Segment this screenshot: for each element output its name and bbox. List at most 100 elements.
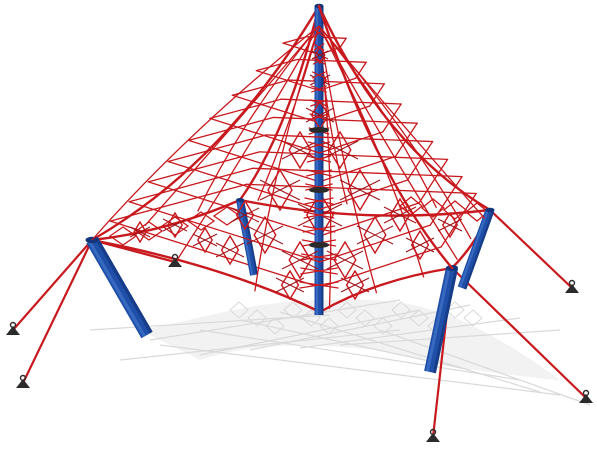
ground-anchor — [426, 433, 440, 442]
rope-strand — [147, 151, 261, 183]
right-post-highlight — [459, 208, 490, 288]
rope-diamond — [196, 226, 214, 254]
rope-strand — [382, 103, 402, 133]
rope-wing-diamond — [134, 221, 164, 241]
rope-strand — [128, 201, 321, 263]
rope-strand — [128, 167, 254, 203]
rope-diamond — [389, 197, 411, 233]
rope-strand — [303, 211, 335, 219]
rope-strand — [231, 79, 290, 96]
rope-edge — [318, 266, 454, 314]
rope-diamond — [328, 130, 352, 170]
rope-strand — [319, 179, 409, 210]
rope-strand — [339, 37, 347, 49]
rope-net-front — [91, 4, 486, 301]
rope-strand — [21, 238, 94, 385]
rope-cross — [275, 277, 305, 293]
rope-cross — [246, 225, 284, 245]
rope-strand — [488, 208, 574, 290]
shadow-patch — [140, 299, 560, 380]
rope-strand — [306, 169, 332, 177]
rope-diamond — [314, 45, 326, 65]
anchor-ring — [429, 428, 437, 436]
rope-meridian — [197, 25, 320, 212]
ground-anchors — [6, 253, 593, 442]
rope-strand — [309, 113, 329, 121]
rope-strand — [318, 77, 357, 92]
anchor-ring — [568, 279, 576, 287]
ground-anchor — [168, 258, 182, 267]
shadow-line — [119, 329, 401, 361]
rope-strand — [11, 238, 94, 332]
rope-strand — [282, 36, 308, 44]
rope-strand — [255, 58, 298, 72]
rope-cross — [215, 242, 245, 258]
mid-left-post-shade — [241, 199, 258, 275]
rope-diamond — [288, 240, 312, 280]
ground-anchor — [16, 379, 30, 388]
rope-edge — [238, 198, 492, 217]
rope-strand — [306, 155, 332, 163]
rope-meridian — [318, 25, 438, 209]
mast-hub — [309, 127, 329, 133]
left-post-highlight — [88, 240, 146, 338]
rope-diamond — [235, 199, 255, 231]
mast-hub — [309, 242, 329, 248]
shadow-line — [339, 329, 561, 346]
rope-strand — [280, 98, 402, 105]
rope-strand — [302, 225, 336, 233]
rope-cross — [230, 207, 260, 223]
rope-diamond — [347, 168, 373, 212]
rope-cross — [281, 140, 319, 160]
shadow-line — [199, 329, 521, 381]
rope-strand — [311, 71, 327, 79]
rope-diamond — [267, 168, 293, 212]
rope-cross — [259, 179, 301, 201]
anchor-ring — [19, 374, 27, 382]
rope-cross — [340, 277, 370, 293]
rope-wing-diamond — [398, 196, 424, 216]
mid-left-post-cap — [236, 198, 244, 202]
rope-cross — [192, 233, 218, 247]
rope-strand — [167, 134, 268, 163]
rope-cross — [321, 140, 359, 160]
rope-meridian — [318, 25, 425, 278]
shadow-mesh — [229, 301, 249, 319]
rope-strand — [311, 85, 327, 93]
rope-strand — [307, 141, 331, 149]
rope-diamond — [410, 229, 430, 261]
rope-diamond — [253, 215, 277, 255]
rope-meridian — [144, 25, 320, 227]
right-post-shade — [464, 210, 495, 290]
center-mast-shade — [321, 6, 324, 315]
rope-strand — [319, 246, 442, 288]
rope-strand — [429, 175, 463, 226]
rope-strand — [355, 61, 367, 79]
rope-strand — [313, 43, 325, 51]
rope-diamond — [345, 269, 365, 301]
shadow-mesh — [391, 301, 411, 319]
rope-strand — [299, 281, 339, 289]
rope-diamond — [280, 269, 300, 301]
ground-shadow — [89, 299, 591, 406]
rope-cross — [129, 226, 151, 238]
anchor-ring — [171, 253, 179, 261]
rope-strand — [406, 140, 434, 181]
shadow-mesh — [355, 309, 375, 327]
anchor-ring — [9, 321, 17, 329]
rope-meridian — [257, 25, 320, 201]
rope-diamond — [363, 215, 387, 255]
rope-cross — [339, 179, 381, 201]
rope-edge — [90, 238, 322, 314]
rope-strand — [312, 57, 326, 65]
rope-strand — [319, 224, 431, 263]
shadow-mesh — [445, 301, 465, 319]
rope-wing-diamond — [420, 198, 446, 218]
right-post-cap — [485, 207, 495, 213]
ground-anchor — [579, 394, 593, 403]
shadow-mesh — [301, 309, 321, 327]
ground-anchor — [565, 284, 579, 293]
rope-cross — [311, 50, 329, 60]
